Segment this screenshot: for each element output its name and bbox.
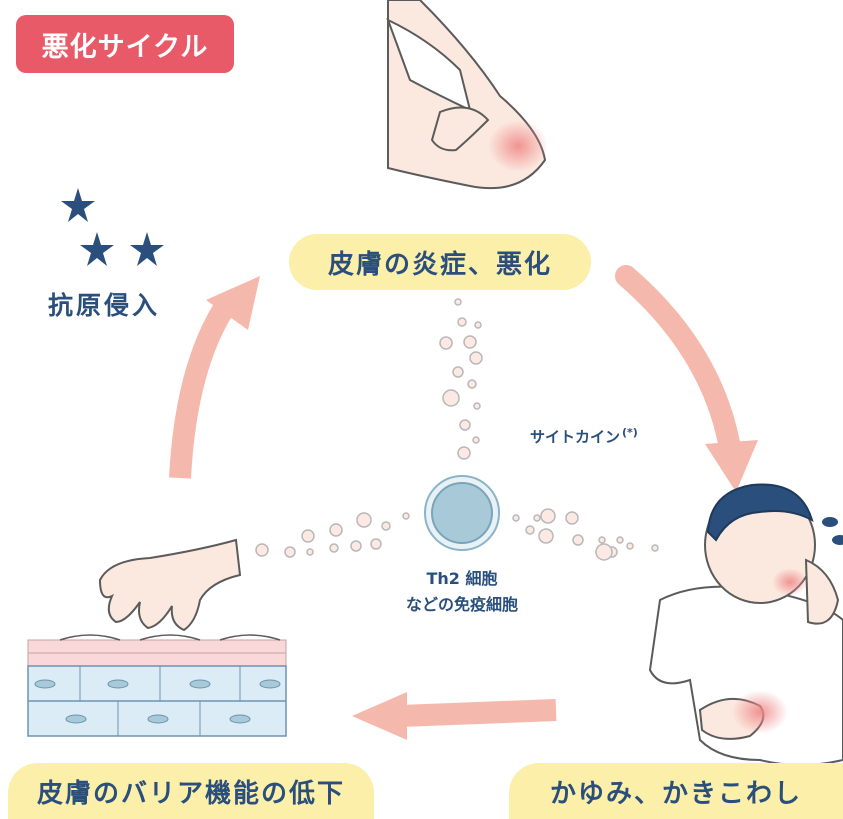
boy-illustration xyxy=(648,483,843,766)
step-inflammation: 皮膚の炎症、悪化 xyxy=(289,234,591,290)
elbow-illustration xyxy=(386,0,548,190)
cycle-arrow-left xyxy=(169,276,260,479)
cell-line-1: Th2 細胞 xyxy=(426,569,498,588)
cytokine-label: サイトカイン(*) xyxy=(530,426,638,447)
step-itch: かゆみ、かきこわし xyxy=(509,763,843,819)
cell-line-2: などの免疫細胞 xyxy=(405,595,518,614)
scratching-hand xyxy=(98,538,242,632)
star-icon xyxy=(61,188,164,266)
skin-layers xyxy=(27,634,287,737)
immune-cell-caption: Th2 細胞 などの免疫細胞 xyxy=(352,566,572,618)
cycle-arrow-right xyxy=(615,265,758,492)
step-barrier: 皮膚のバリア機能の低下 xyxy=(8,763,374,819)
cycle-arrow-bottom xyxy=(352,692,557,740)
antigen-label: 抗原侵入 xyxy=(48,291,161,320)
cytokine-text: サイトカイン xyxy=(530,428,621,446)
immune-cell xyxy=(424,475,500,551)
cytokine-note: (*) xyxy=(622,426,638,439)
cycle-badge: 悪化サイクル xyxy=(16,15,234,73)
cytokine-bubbles xyxy=(255,298,659,561)
